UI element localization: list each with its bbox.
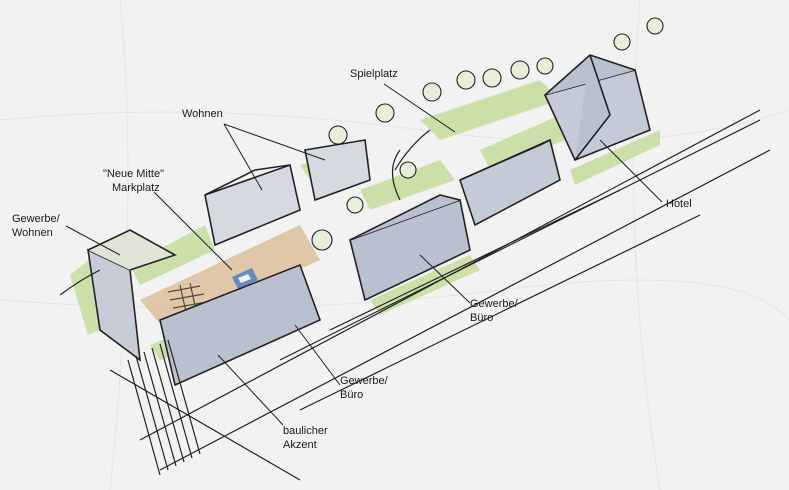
label-markplatz: Markplatz [112,182,160,194]
leader-lines [65,83,663,426]
label-gewerbe-buero-upper-line2: Büro [470,312,494,324]
label-gewerbe-wohnen-line1: Gewerbe/ [12,213,60,225]
trees [311,17,664,251]
label-wohnen: Wohnen [182,108,223,120]
fountain-icon [232,268,258,289]
label-hotel: Hotel [666,198,692,210]
label-gewerbe-buero-upper-line1: Gewerbe/ [470,298,518,310]
label-gewerbe-buero-lower-line1: Gewerbe/ [340,375,388,387]
label-gewerbe-wohnen-line2: Wohnen [12,227,53,239]
sketch-lines [59,109,771,481]
label-spielplatz: Spielplatz [350,68,398,80]
label-neue-mitte: "Neue Mitte" [103,168,164,180]
label-gewerbe-buero-lower-line2: Büro [340,389,364,401]
label-baulicher-akzent-line2: Akzent [283,439,317,451]
marketplace-area [140,225,320,330]
label-baulicher-akzent-line1: baulicher [283,425,328,437]
buildings [86,54,651,387]
